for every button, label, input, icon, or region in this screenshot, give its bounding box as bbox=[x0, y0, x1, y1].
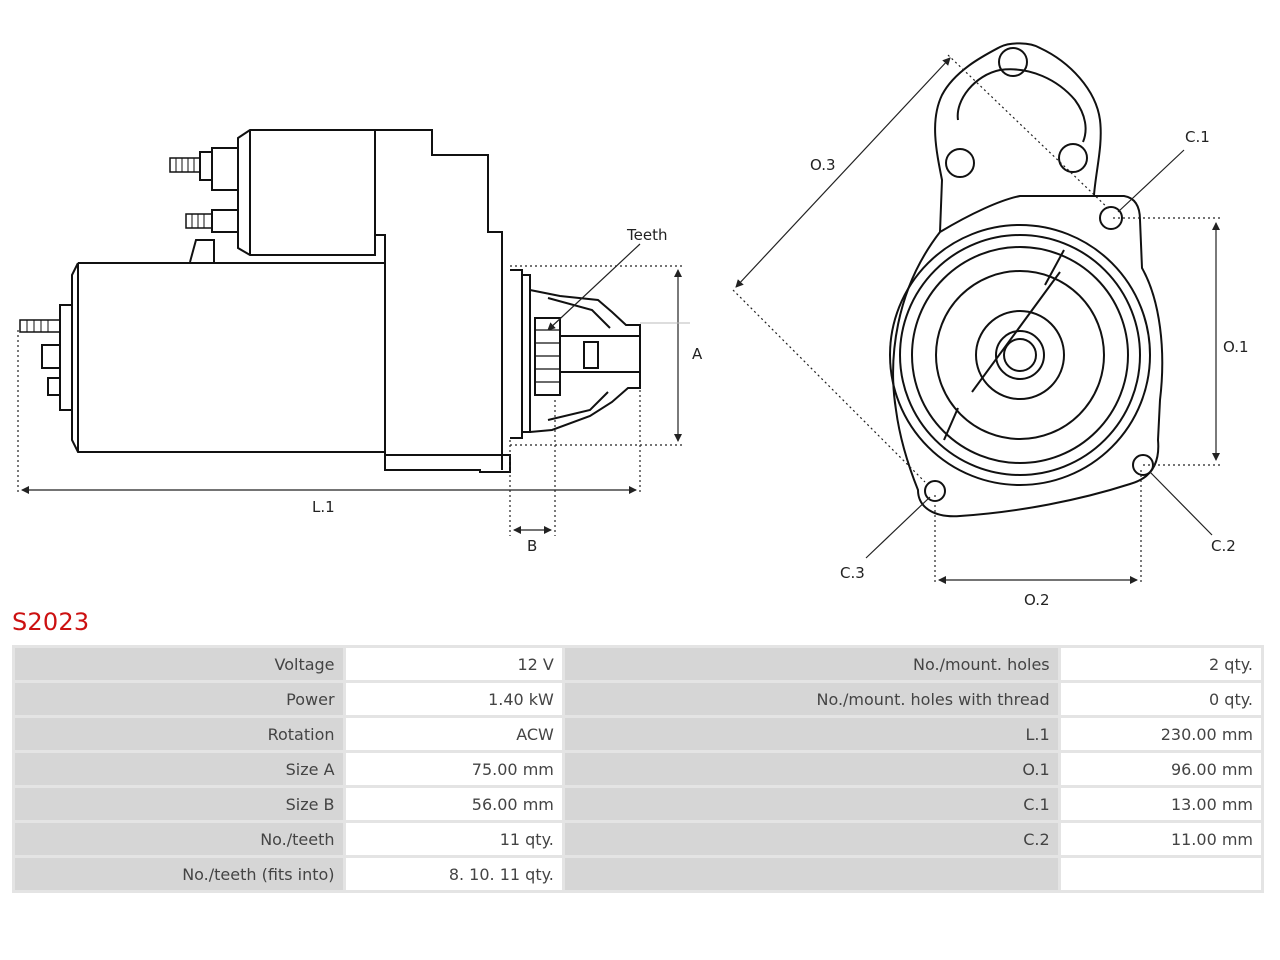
spec-value: 12 V bbox=[345, 648, 562, 680]
table-row: No./teeth (fits into) 8. 10. 11 qty. bbox=[15, 858, 1261, 890]
spec-value: 11 qty. bbox=[345, 823, 562, 855]
spec-label: Power bbox=[15, 683, 343, 715]
starter-technical-drawing: Teeth A L.1 B bbox=[17, 42, 1249, 609]
spec-value: 2 qty. bbox=[1060, 648, 1261, 680]
spec-label: No./teeth (fits into) bbox=[15, 858, 343, 890]
spec-value: 13.00 mm bbox=[1060, 788, 1261, 820]
spec-label: Rotation bbox=[15, 718, 343, 750]
label-b: B bbox=[527, 537, 537, 555]
spec-label: C.2 bbox=[564, 823, 1058, 855]
spec-value: 8. 10. 11 qty. bbox=[345, 858, 562, 890]
spec-value: 75.00 mm bbox=[345, 753, 562, 785]
label-l1: L.1 bbox=[312, 498, 335, 516]
spec-value: 0 qty. bbox=[1060, 683, 1261, 715]
spec-value: 11.00 mm bbox=[1060, 823, 1261, 855]
spec-label: Voltage bbox=[15, 648, 343, 680]
spec-label: No./mount. holes bbox=[564, 648, 1058, 680]
spec-value: 56.00 mm bbox=[345, 788, 562, 820]
spec-label: L.1 bbox=[564, 718, 1058, 750]
label-c1: C.1 bbox=[1185, 128, 1210, 146]
spec-value: 1.40 kW bbox=[345, 683, 562, 715]
spec-label: C.1 bbox=[564, 788, 1058, 820]
label-teeth: Teeth bbox=[626, 226, 667, 244]
label-o2: O.2 bbox=[1024, 591, 1050, 609]
spec-label: O.1 bbox=[564, 753, 1058, 785]
spec-value: ACW bbox=[345, 718, 562, 750]
spec-label: Size B bbox=[15, 788, 343, 820]
front-view-dimensions bbox=[732, 54, 1220, 585]
spec-label: Size A bbox=[15, 753, 343, 785]
spec-value: 230.00 mm bbox=[1060, 718, 1261, 750]
spec-label: No./mount. holes with thread bbox=[564, 683, 1058, 715]
front-view bbox=[889, 42, 1164, 518]
part-code-title: S2023 bbox=[12, 608, 90, 636]
spec-value: 96.00 mm bbox=[1060, 753, 1261, 785]
label-a: A bbox=[692, 345, 703, 363]
table-row: Voltage 12 V No./mount. holes 2 qty. bbox=[15, 648, 1261, 680]
table-row: Size B 56.00 mm C.1 13.00 mm bbox=[15, 788, 1261, 820]
label-o1: O.1 bbox=[1223, 338, 1249, 356]
side-view bbox=[19, 129, 641, 473]
label-o3: O.3 bbox=[810, 156, 836, 174]
label-c2: C.2 bbox=[1211, 537, 1236, 555]
table-row: Size A 75.00 mm O.1 96.00 mm bbox=[15, 753, 1261, 785]
spec-table: Voltage 12 V No./mount. holes 2 qty. Pow… bbox=[12, 645, 1264, 893]
table-row: Rotation ACW L.1 230.00 mm bbox=[15, 718, 1261, 750]
spec-value bbox=[1060, 858, 1261, 890]
side-view-dimensions bbox=[17, 243, 690, 536]
table-row: Power 1.40 kW No./mount. holes with thre… bbox=[15, 683, 1261, 715]
table-row: No./teeth 11 qty. C.2 11.00 mm bbox=[15, 823, 1261, 855]
spec-label bbox=[564, 858, 1058, 890]
label-c3: C.3 bbox=[840, 564, 865, 582]
spec-label: No./teeth bbox=[15, 823, 343, 855]
